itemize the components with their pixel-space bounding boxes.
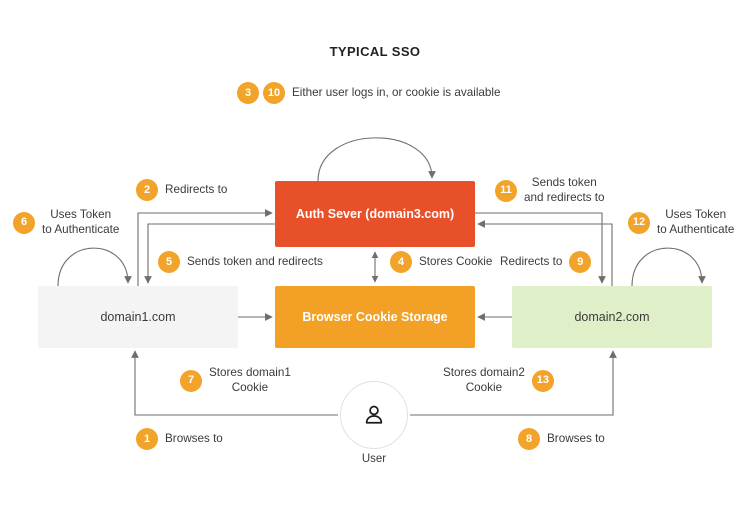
step-12: 12 Uses Token to Authenticate <box>628 208 734 237</box>
step-8-badge: 8 <box>518 428 540 450</box>
step-12-text: Uses Token to Authenticate <box>657 208 734 237</box>
step-1-badge: 1 <box>136 428 158 450</box>
step-8: 8 Browses to <box>518 428 605 450</box>
step-13-line2: Cookie <box>465 380 503 394</box>
step-3-10-badges: 3 10 <box>237 82 285 104</box>
step-9: 9 Redirects to <box>500 251 592 273</box>
step-6: 6 Uses Token to Authenticate <box>13 208 119 237</box>
step-13-line1: Stores domain2 <box>443 366 525 379</box>
step-3-10: 3 10 Either user logs in, or cookie is a… <box>237 82 501 104</box>
step-7-line1: Stores domain1 <box>209 366 291 379</box>
node-cookie-storage-label: Browser Cookie Storage <box>302 310 448 324</box>
step-5-text: Sends token and redirects <box>187 254 323 268</box>
step-9-badge: 9 <box>569 251 592 273</box>
node-auth-server-label: Auth Sever (domain3.com) <box>295 207 455 221</box>
node-auth-server[interactable]: Auth Sever (domain3.com) <box>275 181 475 247</box>
step-12-line1: Uses Token <box>665 208 727 221</box>
step-7: 7 Stores domain1 Cookie <box>180 366 291 395</box>
step-3-10-text: Either user logs in, or cookie is availa… <box>292 85 501 99</box>
step-2-text: Redirects to <box>165 182 228 196</box>
step-4: 4 Stores Cookie <box>390 251 492 273</box>
step-11-line1: Sends token <box>531 176 597 189</box>
step-11-line2: and redirects to <box>524 190 605 204</box>
step-6-text: Uses Token to Authenticate <box>42 208 119 237</box>
step-9-text: Redirects to <box>500 254 563 268</box>
user-icon <box>365 405 383 424</box>
step-6-badge: 6 <box>13 211 35 234</box>
node-browser-cookie-storage[interactable]: Browser Cookie Storage <box>275 286 475 348</box>
step-3-badge: 3 <box>237 82 259 104</box>
step-13: 13 Stores domain2 Cookie <box>443 366 554 395</box>
step-13-badge: 13 <box>531 369 554 392</box>
step-6-line2: to Authenticate <box>42 222 120 236</box>
connector-auth-self-loop <box>317 137 436 182</box>
step-11-badge: 11 <box>495 179 517 202</box>
step-4-badge: 4 <box>390 251 412 273</box>
step-5-badge: 5 <box>158 251 180 273</box>
page-title: TYPICAL SSO <box>329 44 421 59</box>
step-4-text: Stores Cookie <box>419 254 493 268</box>
step-6-line1: Uses Token <box>50 208 112 221</box>
step-13-text: Stores domain2 Cookie <box>443 366 525 395</box>
step-11: 11 Sends token and redirects to <box>495 176 605 205</box>
step-2: 2 Redirects to <box>136 179 227 201</box>
step-1: 1 Browses to <box>136 428 223 450</box>
node-domain1[interactable]: domain1.com <box>38 286 238 348</box>
step-2-badge: 2 <box>136 179 158 201</box>
step-7-text: Stores domain1 Cookie <box>209 366 291 395</box>
node-domain1-label: domain1.com <box>100 310 176 324</box>
connector-domain1-self-loop <box>57 247 132 287</box>
step-7-badge: 7 <box>180 369 202 392</box>
step-8-text: Browses to <box>547 431 605 445</box>
step-7-line2: Cookie <box>231 380 269 394</box>
node-user-label: User <box>361 453 387 465</box>
step-12-badge: 12 <box>628 211 650 234</box>
node-domain2-label: domain2.com <box>574 310 650 324</box>
connector-domain1-to-auth <box>137 209 273 286</box>
connector-domain2-self-loop <box>631 247 706 287</box>
node-user[interactable] <box>340 381 408 449</box>
step-11-text: Sends token and redirects to <box>524 176 605 205</box>
node-domain2[interactable]: domain2.com <box>512 286 712 348</box>
step-12-line2: to Authenticate <box>657 222 735 236</box>
step-10-badge: 10 <box>263 82 285 104</box>
step-5: 5 Sends token and redirects <box>158 251 323 273</box>
step-1-text: Browses to <box>165 431 223 445</box>
